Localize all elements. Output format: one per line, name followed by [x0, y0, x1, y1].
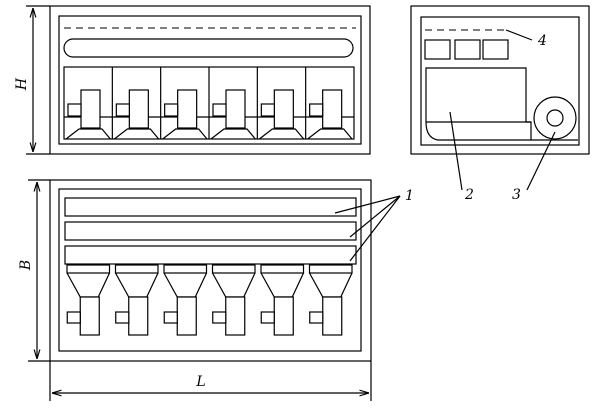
plan-hopper-body — [128, 296, 149, 336]
plan-hopper-tab — [115, 311, 130, 324]
front-cell-body — [177, 89, 198, 129]
callouts: 1 2 3 4 — [334, 29, 556, 262]
plan-hopper-body — [176, 296, 197, 336]
side-view-outer-frame — [410, 5, 590, 155]
plan-hopper-tab — [163, 311, 178, 324]
front-cell-body — [128, 89, 149, 129]
plan-hopper-funnel — [308, 272, 353, 298]
front-cell-tab — [212, 103, 227, 117]
front-view: H — [14, 5, 371, 155]
callout-4: 4 — [537, 33, 547, 49]
front-cell-base — [162, 128, 208, 140]
l-dimension-label: L — [195, 374, 205, 390]
front-cell-body — [80, 89, 101, 129]
plan-hopper-top — [114, 264, 159, 274]
front-cell-tab — [115, 103, 130, 117]
side-view-small-box-3 — [482, 39, 509, 60]
side-view-small-box-2 — [454, 39, 481, 60]
side-view — [410, 5, 590, 155]
plan-view-inner-frame — [58, 188, 362, 352]
plan-hopper-top — [260, 264, 305, 274]
h-dimension-label: H — [14, 77, 30, 91]
plan-hopper-funnel — [114, 272, 159, 298]
plan-hopper-top — [163, 264, 208, 274]
front-cell-tab — [260, 103, 275, 117]
plan-hopper-tab — [66, 311, 81, 324]
leader-1c — [349, 195, 401, 262]
front-cell-base — [65, 128, 111, 140]
leader-4 — [505, 29, 533, 41]
leader-1b — [349, 195, 401, 238]
front-cell-tab — [67, 103, 82, 117]
front-view-rounded-bar — [63, 38, 354, 58]
side-view-tank — [425, 67, 532, 141]
plan-view: B L — [18, 179, 372, 401]
plan-view-bar-1 — [64, 197, 357, 217]
front-cell-body — [225, 89, 246, 129]
plan-view-hoppers — [66, 264, 353, 336]
plan-hopper-body — [79, 296, 100, 336]
front-cell-body — [322, 89, 343, 129]
plan-hopper-body — [273, 296, 294, 336]
front-view-cells — [64, 67, 354, 140]
side-view-inner-circle — [546, 109, 564, 127]
plan-hopper-top — [308, 264, 353, 274]
plan-hopper-tab — [309, 311, 324, 324]
leader-1a — [334, 195, 401, 214]
side-view-inner-frame — [420, 16, 580, 146]
plan-hopper-funnel — [66, 272, 111, 298]
plan-hopper-funnel — [211, 272, 256, 298]
plan-view-outer-frame — [49, 179, 372, 362]
front-view-outer-frame — [49, 5, 371, 155]
front-cell-tab — [309, 103, 324, 117]
front-cell-base — [258, 128, 305, 140]
front-cell-base — [113, 128, 160, 140]
leader-2 — [449, 111, 463, 191]
front-cell-base — [307, 128, 353, 140]
front-view-inner-frame — [58, 15, 362, 145]
plan-hopper-funnel — [163, 272, 208, 298]
plan-hopper-top — [66, 264, 111, 274]
b-dimension-label: B — [18, 260, 34, 271]
front-cell-tab — [164, 103, 179, 117]
plan-hopper-tab — [212, 311, 227, 324]
plan-hopper-body — [322, 296, 343, 336]
callout-1: 1 — [405, 188, 414, 204]
callout-2: 2 — [464, 187, 474, 203]
side-view-small-box-1 — [424, 39, 451, 60]
plan-hopper-funnel — [260, 272, 305, 298]
front-cell-base — [210, 128, 256, 140]
plan-view-bar-3 — [64, 245, 357, 265]
side-view-outer-circle — [533, 96, 577, 140]
plan-hopper-body — [225, 296, 246, 336]
front-cell-body — [273, 89, 294, 129]
plan-hopper-top — [211, 264, 256, 274]
plan-hopper-tab — [260, 311, 275, 324]
callout-3: 3 — [512, 187, 521, 203]
leader-3 — [526, 131, 556, 191]
plan-view-bar-2 — [64, 221, 357, 241]
